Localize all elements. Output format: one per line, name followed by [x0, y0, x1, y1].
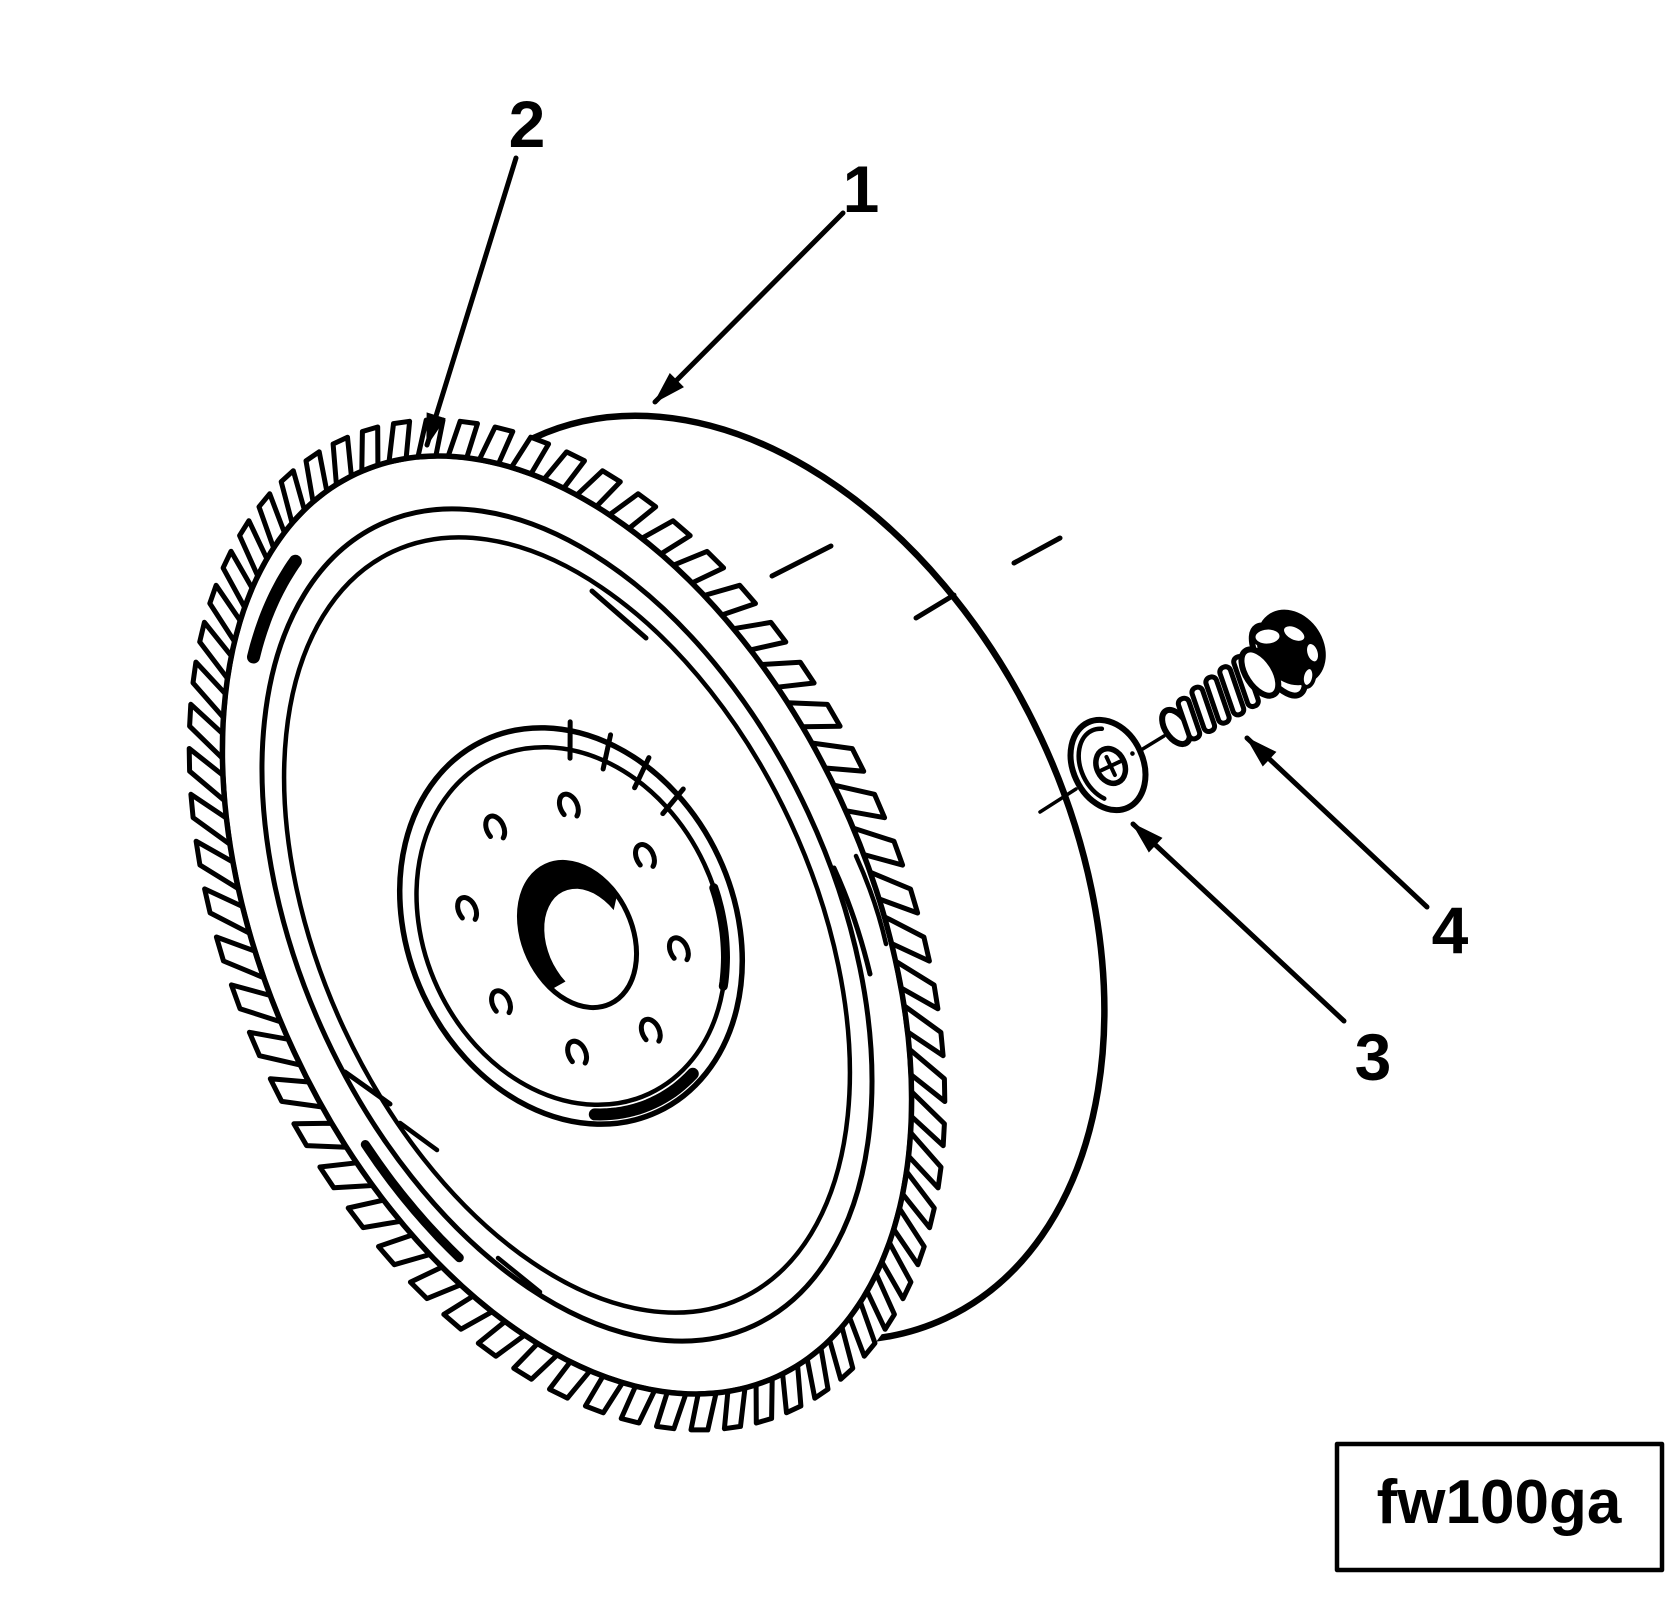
- face-shine-arc: [831, 865, 873, 977]
- face-rim-outer-line: [259, 506, 875, 1344]
- figure-code-label: fw100ga: [1377, 1468, 1622, 1537]
- shading-arc: [247, 554, 302, 664]
- callout-label-1: 1: [843, 152, 880, 226]
- hatch-tick: [660, 786, 686, 817]
- figure-code-box: [1334, 1441, 1665, 1573]
- bolt-thread: [1217, 664, 1247, 718]
- hatch-tick: [600, 732, 614, 772]
- hex-facet: [1251, 625, 1284, 648]
- hatch-tick: [632, 755, 652, 791]
- recess-hatch-ticks: [567, 719, 686, 817]
- hex-facet: [1280, 622, 1309, 645]
- bolt-hole: [565, 1038, 590, 1069]
- washer-drawing: [1067, 716, 1149, 814]
- rim-accent-dash: [342, 1069, 393, 1107]
- rim-accent-dash: [589, 588, 649, 641]
- rim-accent-dash: [495, 1255, 543, 1295]
- crescent-shape: [519, 862, 617, 990]
- washer-chamfer-line: [1076, 726, 1140, 804]
- bolt-hole: [638, 1016, 663, 1047]
- face-rim-inner-line: [281, 535, 853, 1315]
- callout-arrow-4: [1244, 735, 1430, 910]
- shading-arc: [588, 1067, 699, 1121]
- bolt-thread: [1175, 695, 1203, 742]
- bolt-hole: [455, 895, 480, 925]
- assembly-centerline: [1038, 734, 1166, 814]
- callout-arrow-1: [652, 210, 846, 405]
- bolt-neck: [1238, 646, 1282, 699]
- callout-label-2: 2: [509, 87, 546, 161]
- hub-recess-inner-ring: [414, 744, 728, 1108]
- hex-facet: [1299, 665, 1317, 689]
- crankshaft-hole-crescent: [519, 862, 617, 990]
- gear-root-circle: [219, 453, 915, 1397]
- bolt-hole: [666, 935, 691, 965]
- mounting-bolt-holes: [455, 791, 691, 1069]
- callout-label-3: 3: [1355, 1020, 1392, 1094]
- bolt-hole: [489, 988, 513, 1018]
- washer-hole-cross: [1099, 754, 1122, 778]
- side-shine-line: [913, 592, 957, 621]
- side-shine-line: [1011, 535, 1063, 566]
- callout-arrow-2: [424, 155, 519, 448]
- callout-arrow-3: [1130, 821, 1347, 1024]
- bolt-hole: [633, 842, 657, 872]
- hex-facet: [1303, 639, 1323, 666]
- shading-arc: [360, 1140, 464, 1263]
- bolt-drawing: [1159, 609, 1326, 748]
- rim-accent-dash: [397, 1120, 440, 1153]
- face-shine-arc: [853, 853, 889, 947]
- callout-label-4: 4: [1432, 893, 1469, 967]
- bolt-thread: [1189, 684, 1218, 734]
- hub-recess-outer-ring: [396, 725, 746, 1127]
- side-shine-line: [769, 543, 834, 579]
- flywheel-face: [189, 419, 945, 1431]
- bolt-thread: [1203, 674, 1232, 726]
- bolt-hole: [556, 791, 581, 822]
- bolt-hole: [483, 813, 508, 844]
- flywheel-drawing: [186, 412, 1108, 1433]
